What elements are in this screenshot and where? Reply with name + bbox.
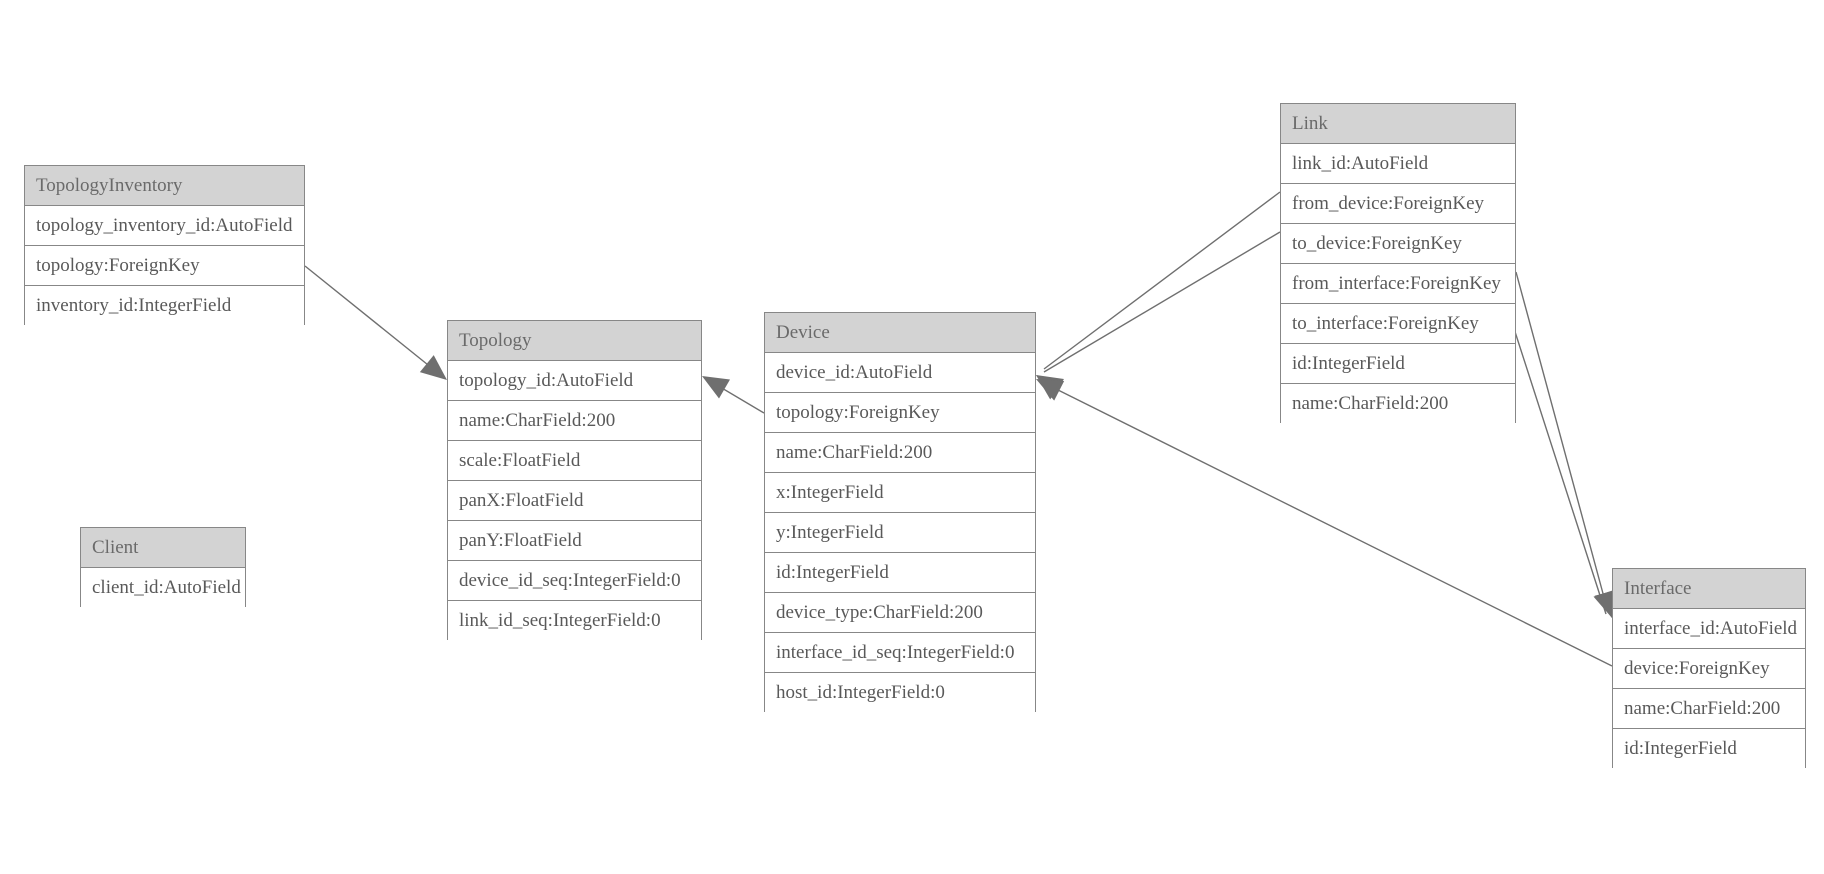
relationship-line (1047, 384, 1613, 667)
entity-field-row[interactable]: interface_id:AutoField (1613, 609, 1805, 649)
entity-field-row[interactable]: link_id_seq:IntegerField:0 (448, 601, 701, 641)
entity-field-row[interactable]: device_id_seq:IntegerField:0 (448, 561, 701, 601)
entity-field-row[interactable]: y:IntegerField (765, 513, 1035, 553)
entity-field-row[interactable]: name:CharField:200 (1613, 689, 1805, 729)
relationship-line (709, 380, 765, 414)
entity-field-row[interactable]: link_id:AutoField (1281, 144, 1515, 184)
entity-field-row[interactable]: to_interface:ForeignKey (1281, 304, 1515, 344)
entity-field-row[interactable]: device_id:AutoField (765, 353, 1035, 393)
entity-field-row[interactable]: name:CharField:200 (448, 401, 701, 441)
relationship-link-fromdevice-device (1036, 191, 1281, 400)
entity-title-client: Client (81, 528, 245, 568)
entity-field-row[interactable]: topology_id:AutoField (448, 361, 701, 401)
entity-field-row[interactable]: id:IntegerField (1613, 729, 1805, 769)
entity-field-row[interactable]: device:ForeignKey (1613, 649, 1805, 689)
entity-field-row[interactable]: topology:ForeignKey (765, 393, 1035, 433)
relationship-line (1043, 231, 1281, 373)
entity-field-list-client: client_id:AutoField (81, 568, 245, 608)
relationship-line (1515, 271, 1609, 613)
entity-title-device: Device (765, 313, 1035, 353)
entity-field-row[interactable]: id:IntegerField (765, 553, 1035, 593)
entity-field-row[interactable]: client_id:AutoField (81, 568, 245, 608)
entity-field-row[interactable]: panY:FloatField (448, 521, 701, 561)
entity-field-row[interactable]: host_id:IntegerField:0 (765, 673, 1035, 713)
entity-field-row[interactable]: name:CharField:200 (1281, 384, 1515, 424)
relationship-line (1043, 191, 1281, 370)
relationship-topologyinventory-topology (304, 265, 447, 380)
relationship-link-frominterface-interface (1515, 271, 1616, 618)
entity-title-interface: Interface (1613, 569, 1805, 609)
relationship-device-topology (702, 376, 765, 414)
entity-field-row[interactable]: x:IntegerField (765, 473, 1035, 513)
relationship-link-tointerface-interface (1507, 309, 1615, 618)
entity-field-row[interactable]: panX:FloatField (448, 481, 701, 521)
entity-field-row[interactable]: scale:FloatField (448, 441, 701, 481)
relationship-line (304, 265, 444, 378)
entity-field-row[interactable]: inventory_id:IntegerField (25, 286, 304, 326)
entity-field-row[interactable]: interface_id_seq:IntegerField:0 (765, 633, 1035, 673)
entity-field-row[interactable]: id:IntegerField (1281, 344, 1515, 384)
entity-field-row[interactable]: topology:ForeignKey (25, 246, 304, 286)
entity-title-topology: Topology (448, 321, 701, 361)
entity-field-row[interactable]: name:CharField:200 (765, 433, 1035, 473)
entity-title-link: Link (1281, 104, 1515, 144)
entity-field-row[interactable]: from_interface:ForeignKey (1281, 264, 1515, 304)
relationship-line (1507, 309, 1607, 615)
relationship-link-todevice-device (1036, 231, 1281, 398)
entity-field-row[interactable]: from_device:ForeignKey (1281, 184, 1515, 224)
entity-field-row[interactable]: topology_inventory_id:AutoField (25, 206, 304, 246)
entity-title-topology-inventory: TopologyInventory (25, 166, 304, 206)
entity-field-row[interactable]: to_device:ForeignKey (1281, 224, 1515, 264)
entity-field-row[interactable]: device_type:CharField:200 (765, 593, 1035, 633)
